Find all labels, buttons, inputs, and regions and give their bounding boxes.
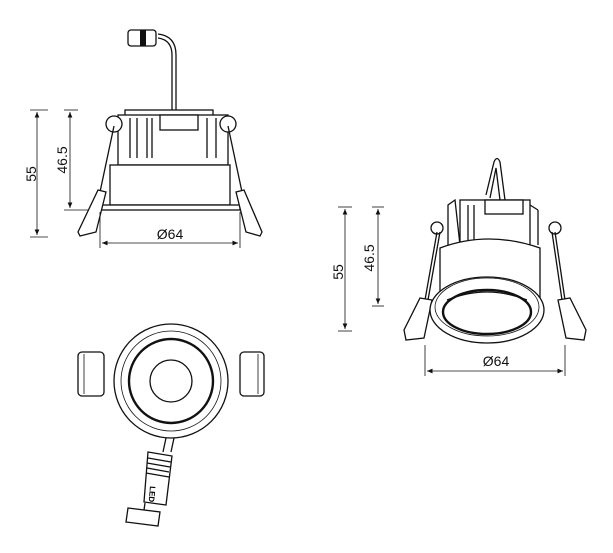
connector: LED [125, 451, 173, 527]
dimension-label-46-5: 46.5 [54, 146, 70, 173]
dimension-55-perspective: 55 [330, 206, 352, 332]
dimension-55: 55 [23, 109, 48, 238]
dimension-label-diameter: Ø64 [157, 226, 184, 242]
dimension-46-5: 46.5 [54, 109, 100, 211]
side-view: 55 46.5 [23, 29, 263, 248]
perspective-view: 55 46.5 [330, 157, 587, 376]
bottom-view: LED [77, 323, 265, 527]
connector-label: LED [147, 486, 157, 503]
dimension-diameter: Ø64 [99, 212, 241, 248]
dimension-label-55-perspective: 55 [330, 264, 346, 280]
dimension-46-5-perspective: 46.5 [361, 206, 384, 307]
dimension-label-diameter-perspective: Ø64 [483, 353, 510, 369]
fixture-side [77, 29, 263, 237]
fixture-perspective [403, 157, 587, 344]
dimension-label-55: 55 [23, 166, 39, 182]
dimension-label-46-5-perspective: 46.5 [361, 244, 377, 271]
dimension-diameter-perspective: Ø64 [424, 345, 566, 376]
